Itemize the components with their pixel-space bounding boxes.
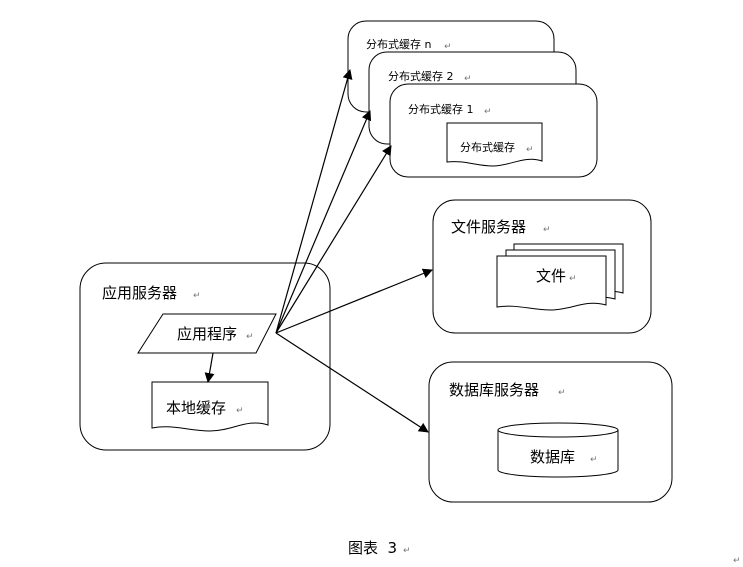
app-server: 应用服务器 应用程序 本地缓存 [79,262,331,451]
svg-text:↵: ↵ [733,556,741,566]
svg-text:↵: ↵ [558,388,566,398]
cache-server-1-title: 分布式缓存 1 [408,102,474,116]
svg-text:↵: ↵ [236,406,244,416]
svg-text:↵: ↵ [246,332,254,342]
svg-text:↵: ↵ [526,145,534,155]
svg-text:↵: ↵ [543,225,551,235]
cache-server-2-title: 分布式缓存 2 [388,69,454,83]
file-doc-front [496,255,607,311]
file-server: 文件服务器 文件 [432,199,652,334]
file-doc-label: 文件 [536,267,566,285]
arrow-to-file-server [275,268,433,334]
arrow-program-to-local-cache [204,352,215,383]
paragraph-marks: ↵ ↵ ↵ ↵ ↵ ↵ ↵ ↵ ↵ ↵ ↵ ↵ ↵ [193,42,741,566]
figure-caption: 图表 3 [348,539,397,557]
svg-text:↵: ↵ [590,455,598,465]
cache-document-shape [446,122,543,167]
svg-text:↵: ↵ [444,42,452,52]
arrow-to-cache-1 [275,145,392,334]
app-server-title: 应用服务器 [102,284,177,302]
app-program-shape [137,313,277,354]
local-cache-label: 本地缓存 [166,399,226,417]
svg-text:↵: ↵ [484,107,492,117]
local-cache-shape [151,381,269,432]
cache-document-label: 分布式缓存 [460,140,515,154]
file-server-title: 文件服务器 [451,218,526,236]
svg-text:↵: ↵ [569,274,577,284]
database-cylinder [497,430,619,478]
arrow-to-database-server [275,332,429,433]
svg-text:↵: ↵ [193,291,201,301]
database-label: 数据库 [530,448,575,466]
svg-text:↵: ↵ [464,74,472,84]
svg-text:↵: ↵ [403,546,411,556]
app-program-label: 应用程序 [177,325,237,343]
cache-server-1: 分布式缓存 1 分布式缓存 [389,83,598,178]
connectors [204,69,433,433]
arrow-to-cache-2 [275,110,372,334]
arrow-to-cache-n [275,69,353,334]
cache-server-n-title: 分布式缓存 n [366,37,431,51]
database-server: 数据库服务器 数据库 [428,361,673,503]
database-server-title: 数据库服务器 [449,381,539,399]
